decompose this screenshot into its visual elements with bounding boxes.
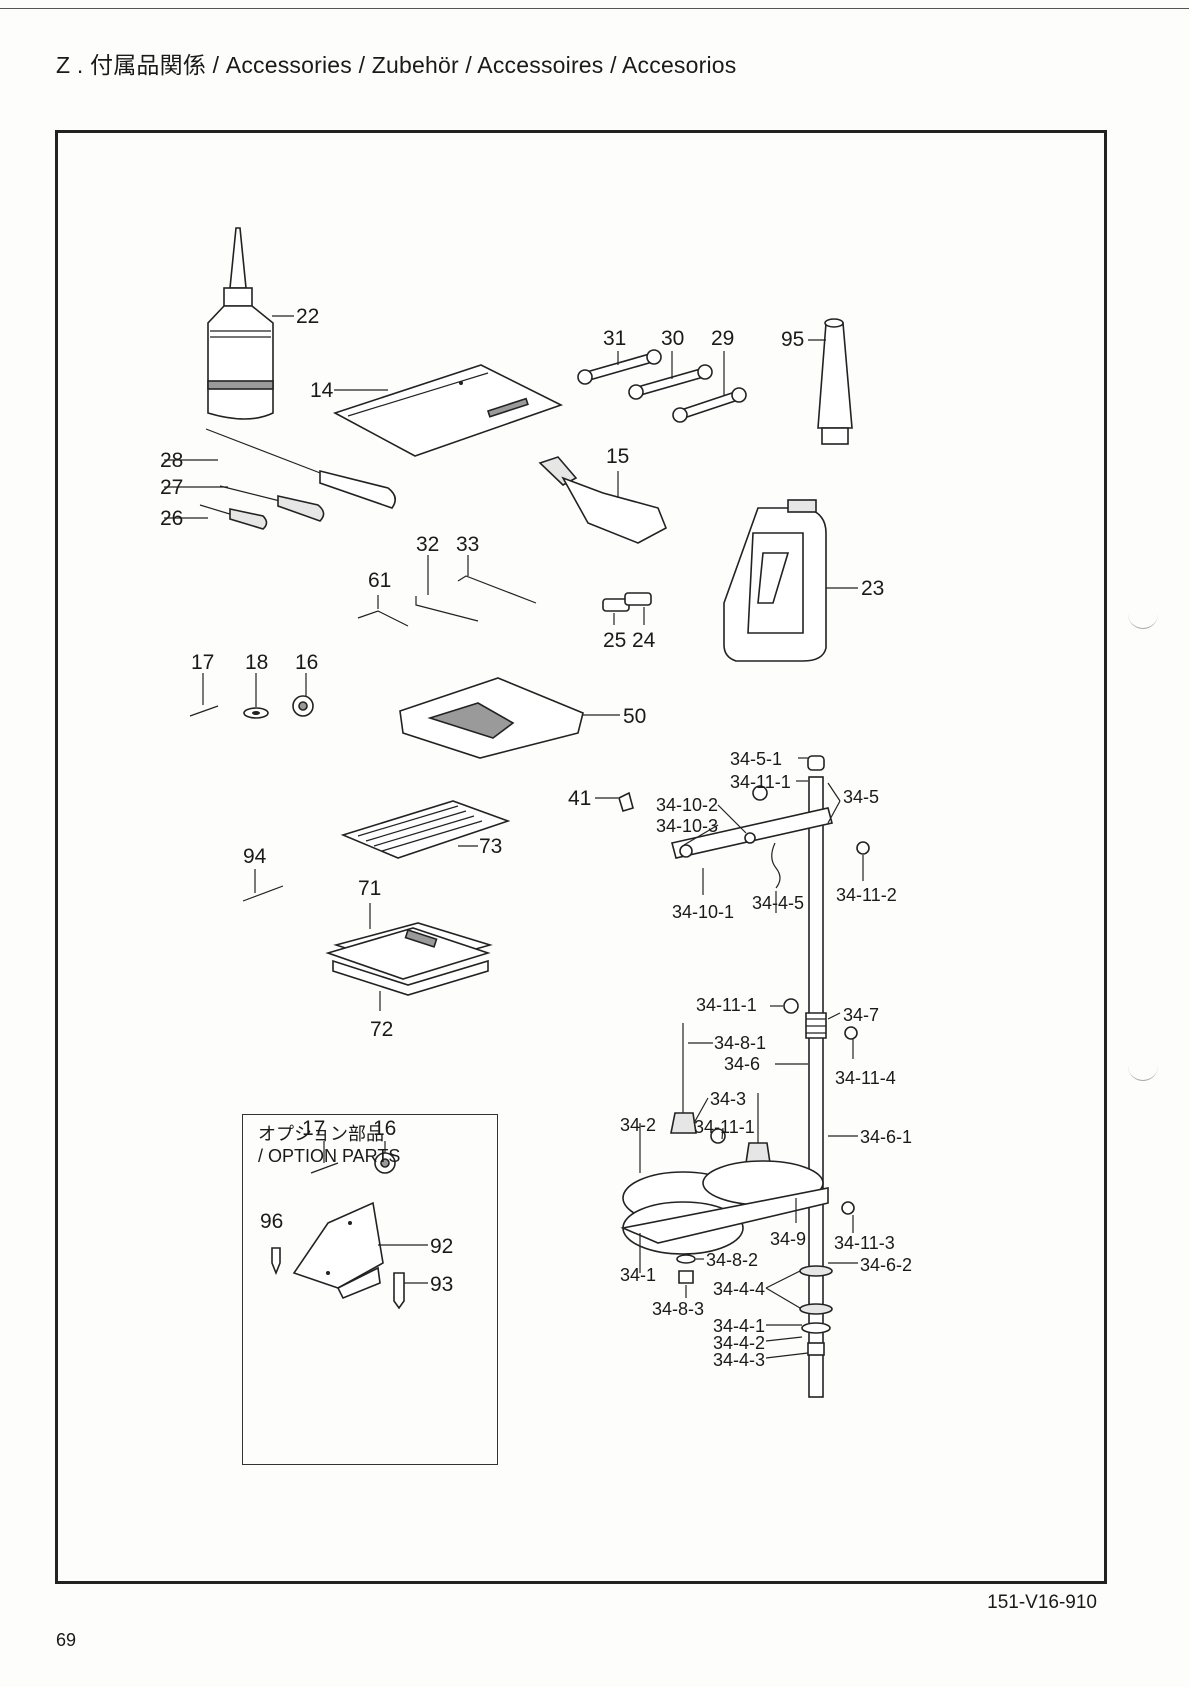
- label-34-6: 34-6: [724, 1054, 760, 1074]
- label-17: 17: [191, 651, 214, 674]
- label-61: 61: [368, 569, 391, 592]
- page-number: 69: [56, 1630, 77, 1650]
- document-code: 151-V16-910: [987, 1592, 1097, 1613]
- label-34-5-1: 34-5-1: [730, 749, 782, 769]
- dust-cover-illustration: [399, 677, 620, 759]
- parts-diagram-frame: 22 14 31 30 29: [55, 130, 1107, 1584]
- label-92: 92: [430, 1235, 453, 1258]
- label-34-11-2: 34-11-2: [836, 885, 897, 905]
- label-34-1: 34-1: [620, 1265, 656, 1285]
- needle-illustration: [242, 869, 284, 902]
- label-29: 29: [711, 327, 734, 350]
- label-34-10-3: 34-10-3: [656, 816, 718, 836]
- label-41: 41: [568, 787, 591, 810]
- label-34-11-1-top: 34-11-1: [730, 772, 791, 792]
- option-parts-title-en: / OPTION PARTS: [258, 1146, 401, 1166]
- label-96: 96: [260, 1210, 283, 1233]
- label-31: 31: [603, 327, 626, 350]
- label-34-6-2: 34-6-2: [860, 1255, 912, 1275]
- label-18: 18: [245, 651, 268, 674]
- label-30: 30: [661, 327, 684, 350]
- label-23: 23: [861, 577, 884, 600]
- option-parts-title-jp: オプション部品: [258, 1124, 384, 1144]
- label-34-6-1: 34-6-1: [860, 1127, 912, 1147]
- label-34-8-1: 34-8-1: [714, 1033, 766, 1053]
- label-33: 33: [456, 533, 479, 556]
- small-parts-illustration: [189, 673, 314, 719]
- label-34-8-2: 34-8-2: [706, 1250, 758, 1270]
- label-16: 16: [295, 651, 318, 674]
- label-34-11-3: 34-11-3: [834, 1233, 895, 1253]
- label-34-4-4: 34-4-4: [713, 1279, 765, 1299]
- binding-mark-lower: [1128, 1064, 1158, 1081]
- label-50: 50: [623, 705, 646, 728]
- label-34-9: 34-9: [770, 1229, 806, 1249]
- label-32: 32: [416, 533, 439, 556]
- label-22: 22: [296, 305, 319, 328]
- option-parts-illustration: [271, 1141, 428, 1310]
- label-24: 24: [632, 629, 656, 652]
- spool-cone-illustration: [808, 318, 853, 445]
- screwdrivers-illustration: [164, 428, 396, 530]
- label-94: 94: [243, 845, 267, 868]
- oil-jug-illustration: [723, 499, 858, 662]
- label-34-4-1: 34-4-1: [713, 1316, 765, 1336]
- label-27: 27: [160, 476, 183, 499]
- label-34-3: 34-3: [710, 1089, 746, 1109]
- label-34-11-1-low: 34-11-1: [694, 1117, 755, 1137]
- label-34-11-1-mid: 34-11-1: [696, 995, 757, 1015]
- label-25: 25: [603, 629, 626, 652]
- grease-tube-illustration: [538, 456, 668, 544]
- wrenches-illustration: [577, 349, 747, 423]
- label-34-8-3: 34-8-3: [652, 1299, 704, 1319]
- reference-card-illustration: [340, 800, 511, 859]
- page-title: Z . 付属品関係 / Accessories / Zubehör / Acce…: [56, 52, 737, 78]
- oil-bottle-illustration: [207, 227, 294, 420]
- label-95: 95: [781, 328, 804, 351]
- floppy-disk-illustration: [325, 903, 493, 1011]
- label-34-11-4: 34-11-4: [835, 1068, 896, 1088]
- label-26: 26: [160, 507, 183, 530]
- label-34-4-2: 34-4-2: [713, 1333, 765, 1353]
- label-34-7: 34-7: [843, 1005, 879, 1025]
- fuses-illustration: [602, 592, 652, 625]
- label-14: 14: [310, 379, 334, 402]
- label-17-option: 17: [302, 1117, 325, 1140]
- label-34-5: 34-5: [843, 787, 879, 807]
- label-34-4-3: 34-4-3: [713, 1350, 765, 1370]
- label-72: 72: [370, 1018, 393, 1041]
- top-rule: [0, 8, 1189, 9]
- label-93: 93: [430, 1273, 453, 1296]
- label-34-4-5: 34-4-5: [752, 893, 804, 913]
- label-34-10-2: 34-10-2: [656, 795, 718, 815]
- label-71: 71: [358, 877, 381, 900]
- hex-keys-illustration: [357, 555, 537, 627]
- label-28: 28: [160, 449, 183, 472]
- parts-diagram: 22 14 31 30 29: [160, 227, 912, 1398]
- label-34-2: 34-2: [620, 1115, 656, 1135]
- label-34-10-1: 34-10-1: [672, 902, 734, 922]
- binding-mark-upper: [1128, 612, 1158, 629]
- label-15: 15: [606, 445, 629, 468]
- instruction-sheet-illustration: [332, 364, 564, 457]
- clip-illustration: [595, 791, 634, 812]
- label-73: 73: [479, 835, 502, 858]
- label-16-option: 16: [373, 1117, 396, 1140]
- option-parts-box: [242, 1114, 498, 1465]
- thread-stand-illustration: [620, 755, 870, 1398]
